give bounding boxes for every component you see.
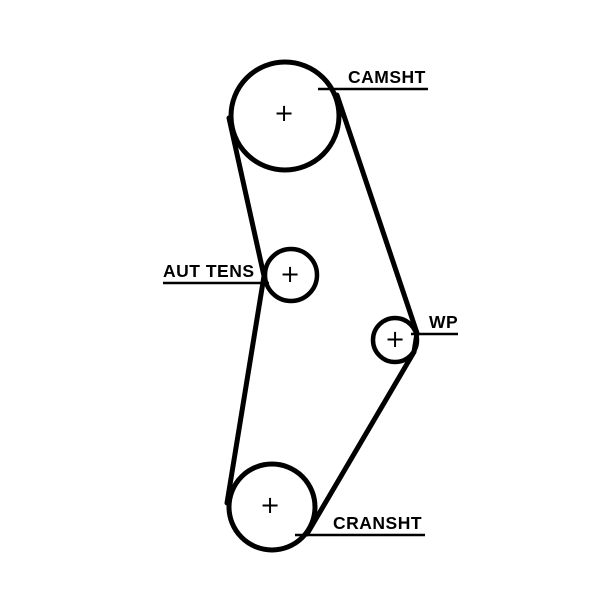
wp-label: WP (429, 312, 458, 332)
camshaft-pulley-circle (228, 59, 342, 173)
water-pump-center-mark: + (385, 325, 405, 353)
belt-right-run (304, 92, 420, 537)
tensioner-center-mark: + (280, 260, 300, 288)
belt-left-run (224, 115, 267, 506)
aut-tens-label: AUT TENS (163, 261, 255, 281)
cransht-label: CRANSHT (333, 513, 422, 533)
water-pump-pulley-circle (370, 315, 420, 365)
camsht-label: CAMSHT (348, 67, 426, 87)
tensioner-pulley-circle (262, 246, 320, 304)
crankshaft-center-mark: + (260, 491, 280, 519)
camshaft-center-mark: + (274, 99, 294, 127)
crankshaft-pulley-circle (226, 461, 318, 553)
